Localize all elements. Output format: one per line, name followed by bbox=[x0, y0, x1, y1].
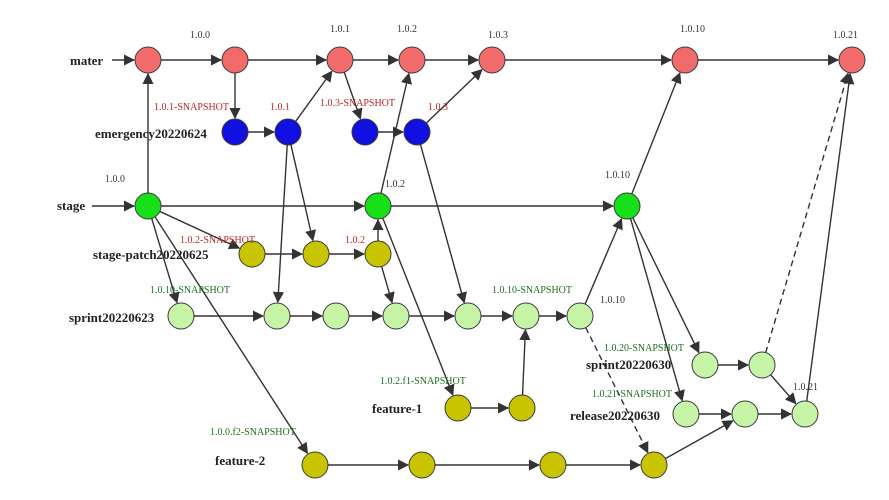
commit-node-a0 bbox=[167, 302, 195, 330]
commit-node-g4 bbox=[640, 451, 668, 479]
commit-nodes bbox=[134, 46, 866, 479]
edges bbox=[92, 54, 855, 471]
commit-node-e4 bbox=[403, 118, 431, 146]
commit-node-f2 bbox=[508, 394, 536, 422]
commit-node-m3 bbox=[398, 46, 426, 74]
lane-label-sprint20220623: sprint20220623 bbox=[69, 310, 155, 325]
edge-a6-g4 bbox=[585, 327, 649, 454]
edge-s0-g1 bbox=[154, 216, 309, 455]
tag-emergency-1.0.1: 1.0.1 bbox=[270, 102, 290, 113]
commit-node-b1 bbox=[691, 351, 719, 379]
commit-node-e3 bbox=[351, 118, 379, 146]
commit-node-g1 bbox=[301, 451, 329, 479]
edge-g4-r2 bbox=[664, 420, 734, 460]
tag-master-1.0.0: 1.0.0 bbox=[190, 30, 210, 41]
tag-sprint-1.0.10: 1.0.10 bbox=[600, 295, 625, 306]
edge-b2-r3 bbox=[770, 374, 797, 405]
tag-sprint-1.0.10-snapshot-b: 1.0.10-SNAPSHOT bbox=[492, 285, 572, 296]
edge-m2-e3 bbox=[343, 72, 363, 120]
lane-label-stage-patch: stage-patch20220625 bbox=[93, 247, 209, 262]
lane-label-mater: mater bbox=[70, 53, 103, 68]
edge-e2-a1 bbox=[272, 144, 288, 304]
commit-node-e2 bbox=[274, 118, 302, 146]
edge-s2-b1 bbox=[632, 217, 700, 354]
commit-node-m4 bbox=[478, 46, 506, 74]
commit-node-r3 bbox=[791, 400, 819, 428]
commit-node-a2 bbox=[322, 302, 350, 330]
tag-release-1.0.21: 1.0.21 bbox=[793, 382, 818, 393]
lane-label-stage: stage bbox=[57, 198, 85, 213]
tag-emergency-1.0.3-snapshot: 1.0.3-SNAPSHOT bbox=[320, 98, 395, 109]
edge-s1-f1 bbox=[382, 217, 455, 397]
edge-s2-m5 bbox=[631, 71, 682, 195]
tag-stage-1.0.2: 1.0.2 bbox=[385, 179, 405, 190]
edge-e2-p2 bbox=[290, 144, 317, 242]
tag-sprint0630-1.0.20-snapshot: 1.0.20-SNAPSHOT bbox=[604, 343, 684, 354]
edge-e4-a4 bbox=[419, 144, 467, 304]
tag-stage-patch-1.0.2: 1.0.2 bbox=[345, 235, 365, 246]
commit-node-f1 bbox=[444, 394, 472, 422]
lane-label-emergency: emergency20220624 bbox=[95, 126, 207, 141]
edge-b2-m6 bbox=[765, 72, 851, 353]
edge-f2-a5 bbox=[519, 328, 531, 396]
lane-label-release20220630: release20220630 bbox=[570, 408, 660, 423]
tag-master-1.0.21: 1.0.21 bbox=[833, 30, 858, 41]
tag-stage-1.0.10: 1.0.10 bbox=[605, 170, 630, 181]
tag-master-1.0.10: 1.0.10 bbox=[680, 24, 705, 35]
commit-node-m1 bbox=[221, 46, 249, 74]
commit-node-a1 bbox=[263, 302, 291, 330]
lane-label-sprint20220630: sprint20220630 bbox=[586, 357, 671, 372]
lane-label-feature-1: feature-1 bbox=[372, 401, 422, 416]
edge-e2-m2 bbox=[295, 70, 333, 122]
edge-s0-p1 bbox=[159, 210, 241, 249]
commit-node-r2 bbox=[731, 400, 759, 428]
edge-p3-a3 bbox=[380, 266, 395, 304]
commit-node-a5 bbox=[512, 302, 540, 330]
commit-node-m5 bbox=[671, 46, 699, 74]
tag-emergency-1.0.3: 1.0.3 bbox=[428, 102, 448, 113]
edge-a6-s2 bbox=[584, 217, 623, 305]
tag-release-1.0.21-snapshot: 1.0.21-SNAPSHOT bbox=[592, 389, 672, 400]
commit-node-a4 bbox=[454, 302, 482, 330]
edge-r3-m6 bbox=[806, 72, 855, 402]
commit-node-m2 bbox=[326, 46, 354, 74]
tag-sprint-1.0.10-snapshot-a: 1.0.10-SNAPSHOT bbox=[150, 285, 230, 296]
tag-master-1.0.2: 1.0.2 bbox=[397, 24, 417, 35]
commit-node-p2 bbox=[302, 240, 330, 268]
tag-feature2-1.0.0.f2-snapshot: 1.0.0.f2-SNAPSHOT bbox=[210, 427, 296, 438]
commit-node-a6 bbox=[566, 302, 594, 330]
tag-master-1.0.1: 1.0.1 bbox=[330, 24, 350, 35]
commit-node-a3 bbox=[382, 302, 410, 330]
commit-node-m0 bbox=[134, 46, 162, 74]
commit-node-s2 bbox=[613, 192, 641, 220]
commit-node-p1 bbox=[238, 240, 266, 268]
commit-node-b2 bbox=[748, 351, 776, 379]
tag-stage-1.0.0: 1.0.0 bbox=[105, 174, 125, 185]
commit-node-p3 bbox=[364, 240, 392, 268]
tag-master-1.0.3: 1.0.3 bbox=[488, 30, 508, 41]
edge-s2-r1 bbox=[629, 218, 685, 402]
tag-feature1-1.0.2.f1-snapshot: 1.0.2.f1-SNAPSHOT bbox=[380, 376, 466, 387]
edge-s1-m3 bbox=[380, 72, 412, 194]
edge-e4-m4 bbox=[425, 68, 483, 124]
commit-node-e1 bbox=[221, 118, 249, 146]
commit-node-m6 bbox=[838, 46, 866, 74]
commit-node-r1 bbox=[672, 400, 700, 428]
tag-stage-patch-1.0.2-snapshot: 1.0.2-SNAPSHOT bbox=[180, 235, 255, 246]
commit-node-s0 bbox=[134, 192, 162, 220]
lane-label-feature-2: feature-2 bbox=[215, 453, 265, 468]
commit-node-g2 bbox=[408, 451, 436, 479]
edge-s0-a0 bbox=[151, 218, 180, 304]
commit-node-s1 bbox=[364, 192, 392, 220]
commit-node-g3 bbox=[539, 451, 567, 479]
tag-emergency-1.0.1-snapshot: 1.0.1-SNAPSHOT bbox=[154, 102, 229, 113]
